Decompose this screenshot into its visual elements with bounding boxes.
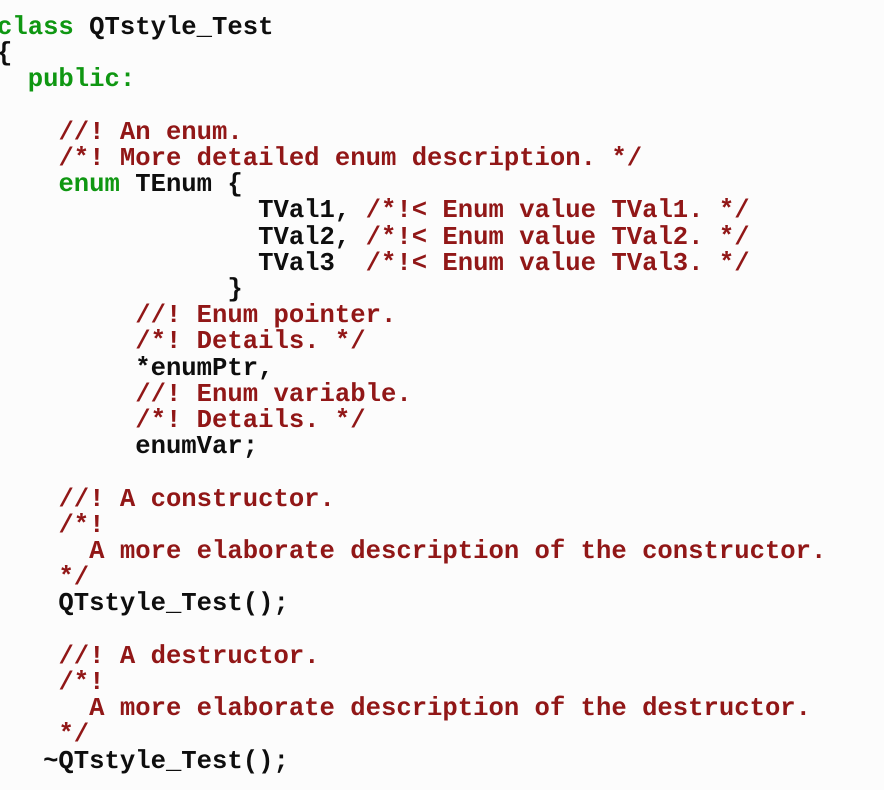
code-token-comment: A more elaborate description of the dest… xyxy=(89,694,812,724)
code-token-keyword: public: xyxy=(27,65,136,95)
code-token-comment: //! Enum variable. xyxy=(135,379,412,409)
code-token-plain xyxy=(0,720,58,749)
code-token-plain: } xyxy=(0,275,243,305)
code-token-plain xyxy=(0,406,135,435)
code-token-plain xyxy=(0,694,89,723)
code-token-plain xyxy=(0,144,58,173)
code-line: ~QTstyle_Test(); xyxy=(0,746,884,776)
code-line: */ xyxy=(0,565,884,591)
code-line: //! A destructor. xyxy=(0,641,884,671)
code-token-plain xyxy=(0,327,135,356)
code-line: /*! Details. */ xyxy=(0,406,884,436)
code-token-comment: A more elaborate description of the cons… xyxy=(89,537,827,567)
code-token-plain: TVal3 xyxy=(0,248,366,278)
code-token-plain xyxy=(0,537,89,566)
code-token-plain xyxy=(0,65,28,94)
code-token-plain: ~QTstyle_Test(); xyxy=(0,746,289,776)
code-token-keyword: class xyxy=(0,13,74,42)
code-token-comment: /*!< Enum value TVal2. */ xyxy=(365,222,750,252)
code-token-plain xyxy=(0,668,58,697)
code-line: QTstyle_Test(); xyxy=(0,591,884,617)
code-token-plain xyxy=(0,563,58,592)
code-token-comment: /*! xyxy=(58,668,105,698)
code-line: //! Enum pointer. xyxy=(0,303,884,329)
code-line: A more elaborate description of the dest… xyxy=(0,696,884,722)
code-token-comment: /*! More detailed enum description. */ xyxy=(58,144,643,174)
code-token-plain xyxy=(0,118,58,147)
code-line: enumVar; xyxy=(0,434,884,460)
code-line: enum TEnum { xyxy=(0,172,884,198)
code-line: { xyxy=(0,41,884,67)
code-token-plain: TVal2, xyxy=(0,222,366,252)
code-token-plain xyxy=(0,511,58,540)
code-token-comment: //! A destructor. xyxy=(58,641,320,671)
code-token-keyword: enum xyxy=(58,170,120,200)
code-token-comment: /*! Details. */ xyxy=(135,406,366,436)
code-line xyxy=(0,618,884,644)
code-token-plain: { xyxy=(0,39,12,68)
code-token-comment: /*! Details. */ xyxy=(135,327,366,357)
code-line: //! An enum. xyxy=(0,117,884,147)
code-token-plain: TVal1, xyxy=(0,196,366,226)
code-line: *enumPtr, xyxy=(0,353,884,383)
code-token-plain: enumVar; xyxy=(0,432,259,462)
code-token-comment: /*! xyxy=(58,510,105,540)
code-token-plain xyxy=(0,170,58,199)
code-token-plain xyxy=(0,485,58,514)
code-line: TVal3 /*!< Enum value TVal3. */ xyxy=(0,248,884,278)
code-token-comment: */ xyxy=(58,563,90,593)
code-line: //! Enum variable. xyxy=(0,379,884,409)
code-token-comment: //! A constructor. xyxy=(58,484,335,514)
code-token-comment: /*!< Enum value TVal3. */ xyxy=(365,248,750,278)
code-token-plain: QTstyle_Test xyxy=(73,13,274,42)
code-token-comment: //! An enum. xyxy=(58,117,243,147)
code-token-plain xyxy=(0,642,58,671)
code-line: TVal2, /*!< Enum value TVal2. */ xyxy=(0,222,884,252)
code-line: /*! More detailed enum description. */ xyxy=(0,144,884,174)
code-token-plain: TEnum { xyxy=(119,170,243,200)
code-line: class QTstyle_Test xyxy=(0,13,884,42)
code-token-comment: /*!< Enum value TVal1. */ xyxy=(365,196,750,226)
code-line: /*! xyxy=(0,668,884,698)
code-line: */ xyxy=(0,722,884,748)
code-token-comment: //! Enum pointer. xyxy=(135,301,397,331)
code-token-plain: *enumPtr, xyxy=(0,353,274,383)
code-line xyxy=(0,460,884,486)
code-token-plain xyxy=(0,380,135,409)
code-token-plain xyxy=(0,301,135,330)
code-token-plain: QTstyle_Test(); xyxy=(0,589,289,619)
code-line: public: xyxy=(0,67,884,93)
code-line xyxy=(0,94,884,120)
code-line: //! A constructor. xyxy=(0,484,884,514)
code-line: /*! Details. */ xyxy=(0,329,884,355)
code-line: } xyxy=(0,275,884,305)
code-line: A more elaborate description of the cons… xyxy=(0,537,884,567)
code-line: /*! xyxy=(0,510,884,540)
code-token-comment: */ xyxy=(58,720,90,750)
code-line: TVal1, /*!< Enum value TVal1. */ xyxy=(0,198,884,224)
